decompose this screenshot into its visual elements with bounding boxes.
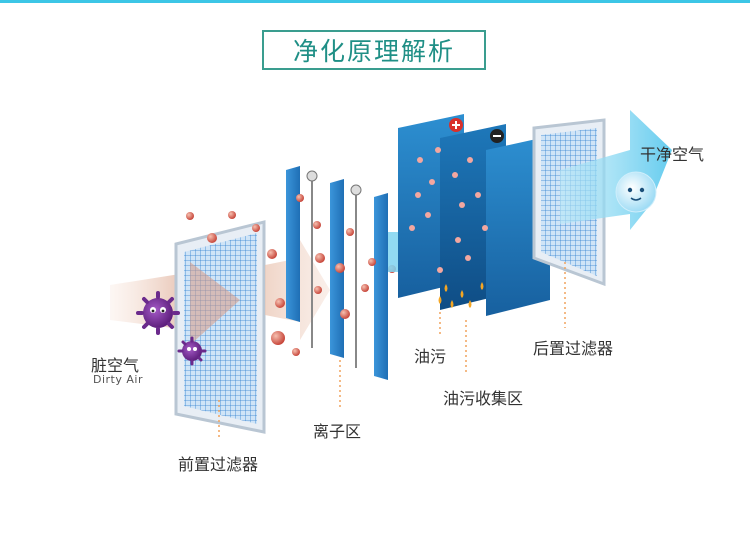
label-clean-air: 干净空气	[640, 145, 705, 164]
oil-droplets	[438, 282, 484, 308]
diagram-title-box: 净化原理解析	[262, 30, 486, 70]
label-post-filter: 后置过滤器	[533, 339, 614, 358]
diagram-title: 净化原理解析	[292, 37, 455, 66]
label-dirty-air-en: Dirty Air	[93, 373, 143, 386]
plus-circle-icon	[449, 118, 463, 132]
trapped-particles	[409, 147, 488, 273]
label-ion-zone: 离子区	[313, 422, 362, 441]
pre-filter-panel	[174, 220, 266, 434]
clean-air-bubble-icon	[615, 171, 657, 213]
germ-icon-large	[136, 291, 180, 335]
germ-icon-small	[177, 336, 207, 366]
top-accent-line	[0, 0, 750, 3]
minus-circle-icon	[490, 129, 504, 143]
label-oil: 油污	[414, 347, 447, 366]
label-pre-filter: 前置过滤器	[178, 455, 259, 474]
label-oil-collection: 油污收集区	[443, 389, 524, 408]
label-leader-lines	[218, 262, 566, 440]
label-dirty-air: 脏空气	[91, 356, 140, 375]
